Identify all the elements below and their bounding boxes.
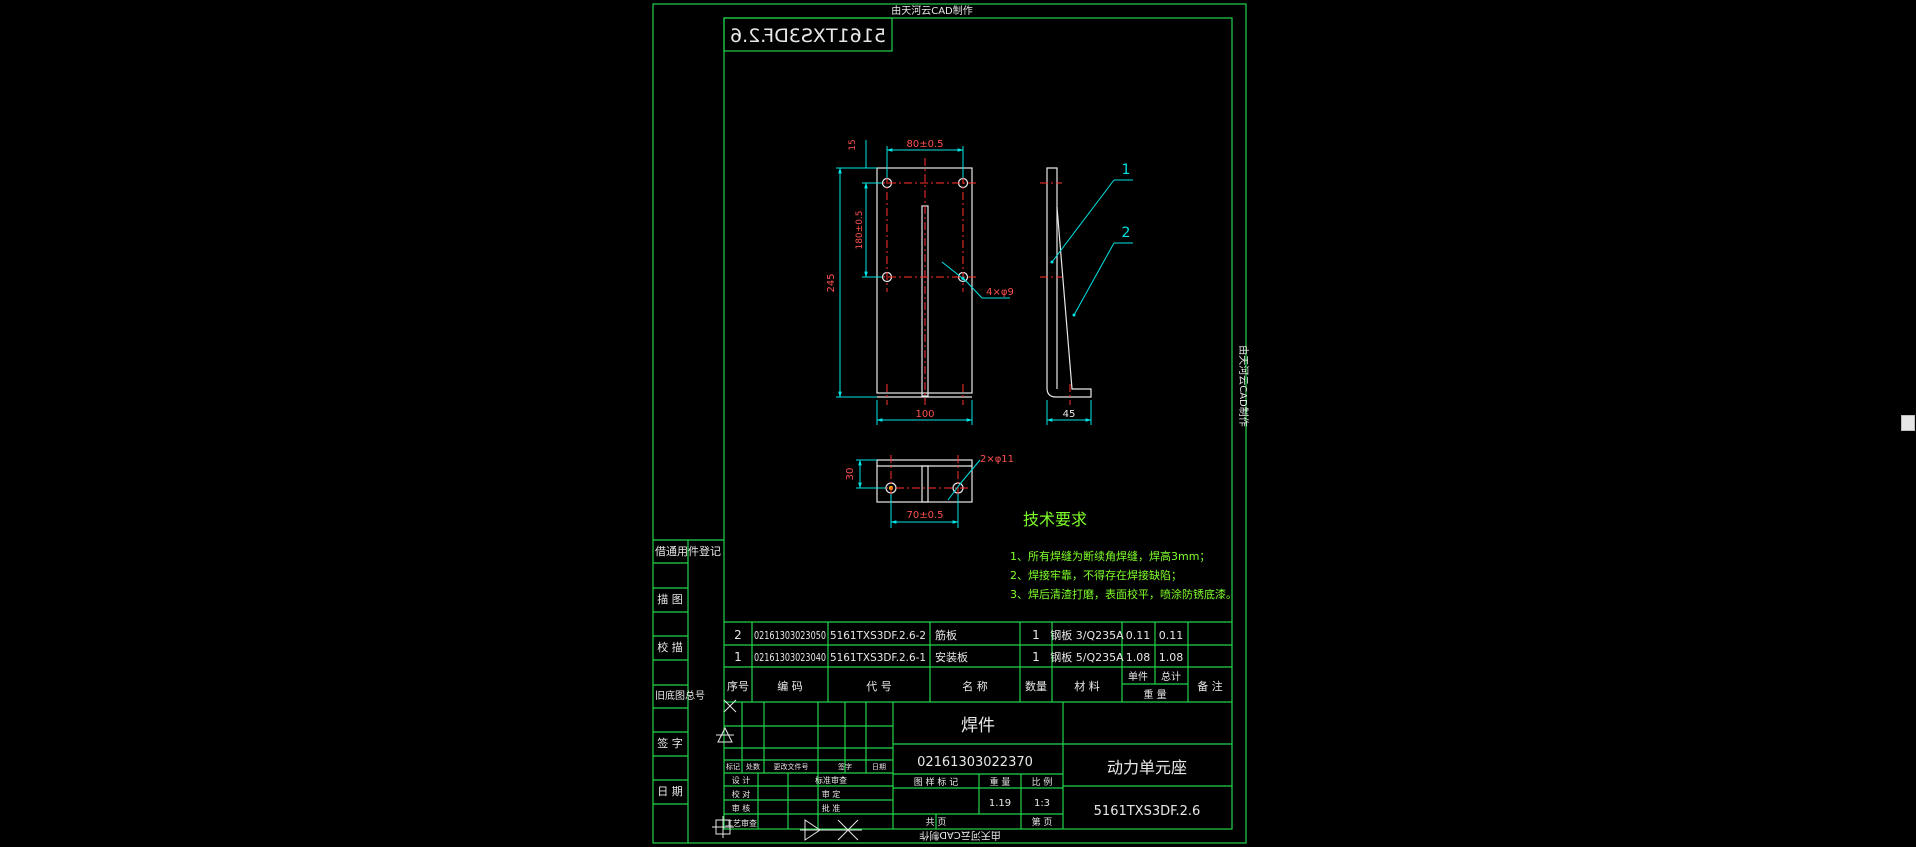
label-audit: 审 定 <box>822 789 841 799</box>
bom-h-drawing: 代 号 <box>866 680 892 693</box>
balloon-2: 2 <box>1122 225 1131 241</box>
label-approve: 批 准 <box>822 803 841 813</box>
bom-h-unit: 单件 <box>1128 671 1148 683</box>
bom-r1-material: 钢板 5/Q235A <box>1050 650 1124 664</box>
label-design: 设 计 <box>732 775 751 785</box>
label-sheets-total: 共 页 <box>926 817 947 828</box>
part-code: 02161303022370 <box>917 755 1033 770</box>
bom-r2-name: 筋板 <box>935 628 957 642</box>
label-scale: 比 例 <box>1032 776 1053 788</box>
mirrored-number-box: 5161TXS3DF.2.6 <box>723 17 893 52</box>
left-column: 借通用件登记 描 图 校 描 旧底图总号 签 字 日 期 <box>653 544 721 805</box>
bom-r1-name: 安装板 <box>935 650 968 664</box>
bom-h-code: 编 码 <box>777 679 803 693</box>
front-view: 80±0.5 15 180±0.5 245 4×φ9 100 <box>826 139 1014 425</box>
label-change-doc: 更改文件号 <box>774 762 809 771</box>
left-label-5: 日 期 <box>657 785 683 798</box>
ucs-icon <box>712 816 734 838</box>
tech-item-2: 2、焊接牢靠，不得存在焊接缺陷； <box>1010 568 1182 582</box>
crosshair-cursor-icon <box>800 819 862 841</box>
bom-table: 2 02161303023050 5161TXS3DF.2.6-2 筋板 1 钢… <box>724 621 1232 703</box>
dim-side-width: 45 <box>1063 409 1076 420</box>
bom-r2-unit: 0.11 <box>1126 629 1151 642</box>
bom-r2-qty: 1 <box>1032 628 1040 642</box>
bom-h-weight: 重 量 <box>1143 688 1166 701</box>
label-standard: 标准审查 <box>815 775 847 785</box>
value-weight: 1.19 <box>989 798 1011 809</box>
label-mark: 标记 <box>726 762 740 771</box>
label-sheet-no: 第 页 <box>1032 816 1053 828</box>
dim-top-offset: 15 <box>848 139 858 150</box>
label-review: 审 核 <box>732 803 751 813</box>
tech-requirements: 技术要求 1、所有焊缝为断续角焊缝，焊高3mm； 2、焊接牢靠，不得存在焊接缺陷… <box>1010 510 1237 601</box>
value-scale: 1:3 <box>1034 798 1050 809</box>
sheet-frame <box>652 3 1247 844</box>
side-view: 1 2 45 <box>1040 162 1133 425</box>
dim-holes: 4×φ9 <box>986 287 1014 298</box>
corner-cursor-icon <box>723 699 737 713</box>
dim-hole-spacing-y: 180±0.5 <box>855 210 865 249</box>
title-drawing-no: 5161TXS3DF.2.6 <box>1094 804 1201 819</box>
label-process: 工艺审查 <box>725 818 757 828</box>
bom-h-note: 备 注 <box>1197 679 1223 693</box>
dim-depth: 30 <box>845 468 856 481</box>
bom-h-total: 总计 <box>1161 670 1181 683</box>
dim-bottom-holes: 2×φ11 <box>980 454 1014 465</box>
dim-height: 245 <box>826 273 837 292</box>
bom-r1-drawing: 5161TXS3DF.2.6-1 <box>830 651 926 664</box>
bom-r2-code: 02161303023050 <box>754 629 826 642</box>
tech-title: 技术要求 <box>1023 510 1087 529</box>
label-date: 日期 <box>872 763 886 771</box>
balloon-1: 1 <box>1122 162 1131 178</box>
tech-item-1: 1、所有焊缝为断续角焊缝，焊高3mm； <box>1010 549 1210 563</box>
bottom-view: 30 2×φ11 70±0.5 <box>845 454 1014 528</box>
part-name: 动力单元座 <box>1107 758 1187 777</box>
watermark-bottom: 由天河云CAD制作 <box>919 829 1001 842</box>
label-weight: 重 量 <box>990 776 1011 788</box>
label-stage: 图 样 标 记 <box>914 776 959 788</box>
bom-r2-material: 钢板 3/Q235A <box>1050 628 1124 642</box>
bom-h-qty: 数量 <box>1025 680 1047 693</box>
tech-item-3: 3、焊后清渣打磨，表面校平，喷涂防锈底漆。 <box>1010 587 1237 601</box>
mirrored-drawing-number: 5161TXS3DF.2.6 <box>730 25 886 47</box>
label-zones: 处数 <box>746 762 760 771</box>
scrollbar-thumb[interactable] <box>1901 415 1915 431</box>
dim-width: 100 <box>915 409 934 420</box>
bom-h-material: 材 料 <box>1074 679 1100 693</box>
bom-r1-seq: 1 <box>734 650 742 664</box>
title-block: 焊件 02161303022370 动力单元座 5161TXS3DF.2.6 标… <box>724 702 1232 829</box>
part-type: 焊件 <box>961 716 995 736</box>
dim-bottom-hole-spacing: 70±0.5 <box>906 510 943 521</box>
bom-h-name: 名 称 <box>962 679 988 693</box>
bom-r2-seq: 2 <box>734 628 742 642</box>
bom-r1-qty: 1 <box>1032 650 1040 664</box>
left-label-0: 借通用件登记 <box>655 544 721 558</box>
bom-r2-total: 0.11 <box>1159 629 1184 642</box>
watermark-top: 由天河云CAD制作 <box>891 4 973 17</box>
label-check: 校 对 <box>732 789 751 799</box>
dim-hole-spacing-x: 80±0.5 <box>906 139 943 150</box>
triangle-marker-icon <box>716 726 734 743</box>
left-label-1: 描 图 <box>657 592 683 606</box>
watermark-right: 由天河云CAD制作 <box>1237 345 1250 427</box>
bom-h-seq: 序号 <box>727 679 749 693</box>
bom-r1-unit: 1.08 <box>1126 651 1151 664</box>
label-signature: 签字 <box>838 762 852 771</box>
left-label-2: 校 描 <box>657 640 683 654</box>
bom-r1-code: 02161303023040 <box>754 651 826 664</box>
left-label-4: 签 字 <box>657 736 683 750</box>
bom-r2-drawing: 5161TXS3DF.2.6-2 <box>830 629 926 642</box>
left-label-3: 旧底图总号 <box>655 689 705 702</box>
bom-r1-total: 1.08 <box>1159 651 1184 664</box>
